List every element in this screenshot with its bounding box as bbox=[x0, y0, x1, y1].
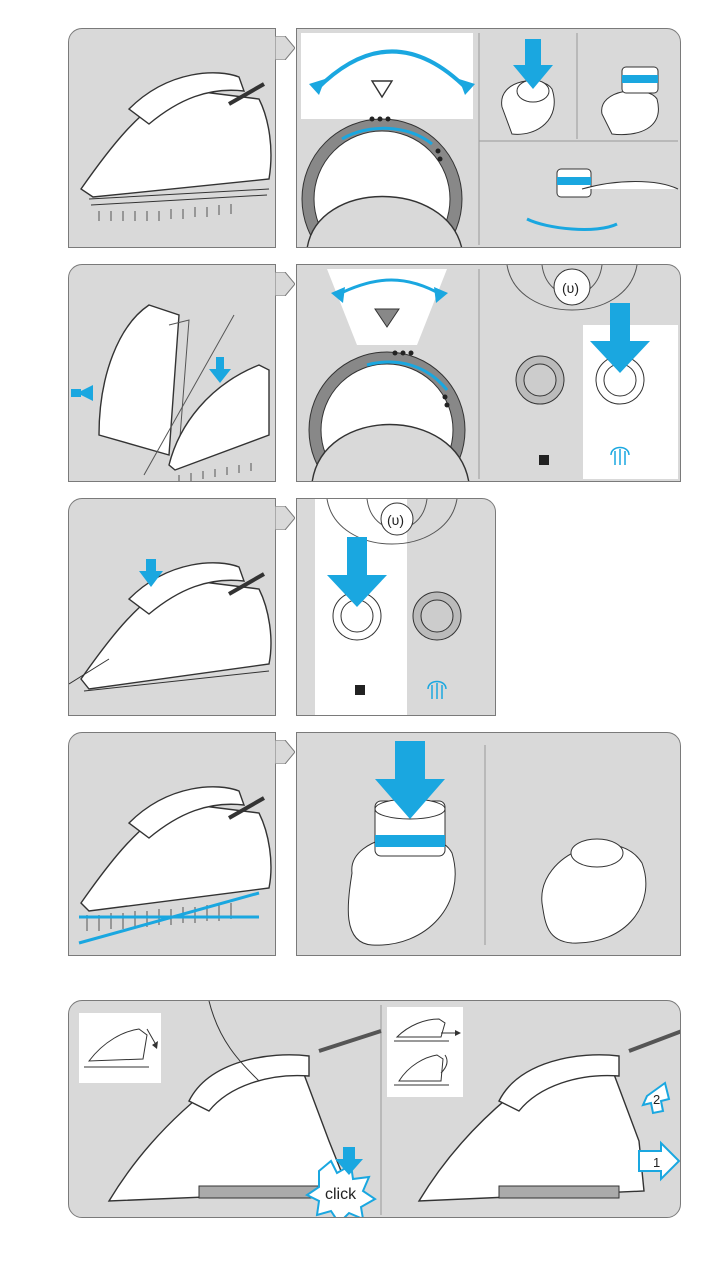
iron-button-press-illustration bbox=[69, 265, 276, 482]
power-icon: (ᴜ) bbox=[387, 512, 404, 528]
spray-button-illustration: (ᴜ) bbox=[297, 499, 496, 716]
next-step-arrow-icon bbox=[275, 36, 295, 60]
step4-iron-steam-off-panel bbox=[68, 732, 276, 956]
steam-buttons-illustration: (ᴜ) bbox=[297, 265, 681, 482]
iron-spray-button-illustration bbox=[69, 499, 276, 716]
click-label: click bbox=[325, 1186, 357, 1203]
step3-iron-spray-panel bbox=[68, 498, 276, 716]
next-step-arrow-icon bbox=[275, 740, 295, 764]
step2-iron-vertical-panel bbox=[68, 264, 276, 482]
step4-dial-push-panel bbox=[296, 732, 681, 956]
step1-dial-panel bbox=[296, 28, 681, 248]
iron-base-clip-illustration: click 2 1 bbox=[69, 1001, 681, 1218]
power-icon: (ᴜ) bbox=[562, 280, 579, 296]
step3-spray-button-panel: (ᴜ) bbox=[296, 498, 496, 716]
step2-dial-and-buttons-panel: (ᴜ) bbox=[296, 264, 681, 482]
dial-push-down-illustration bbox=[297, 733, 681, 956]
spray-nozzle-icon bbox=[539, 455, 549, 465]
next-step-arrow-icon bbox=[275, 272, 295, 296]
iron-vertical-steam-illustration bbox=[69, 29, 276, 248]
spray-nozzle-icon bbox=[355, 685, 365, 695]
step-1-arrow-icon: 1 bbox=[639, 1143, 679, 1179]
step5-base-release-panel: click 2 1 bbox=[68, 1000, 681, 1218]
step-2-label: 2 bbox=[653, 1092, 660, 1107]
next-step-arrow-icon bbox=[275, 506, 295, 530]
iron-no-steam-illustration bbox=[69, 733, 276, 956]
steam-shot-icon bbox=[428, 682, 446, 700]
step-2-arrow-icon: 2 bbox=[643, 1083, 669, 1113]
step-1-label: 1 bbox=[653, 1155, 660, 1170]
step1-iron-steam-panel bbox=[68, 28, 276, 248]
temperature-dial-illustration bbox=[297, 29, 681, 248]
